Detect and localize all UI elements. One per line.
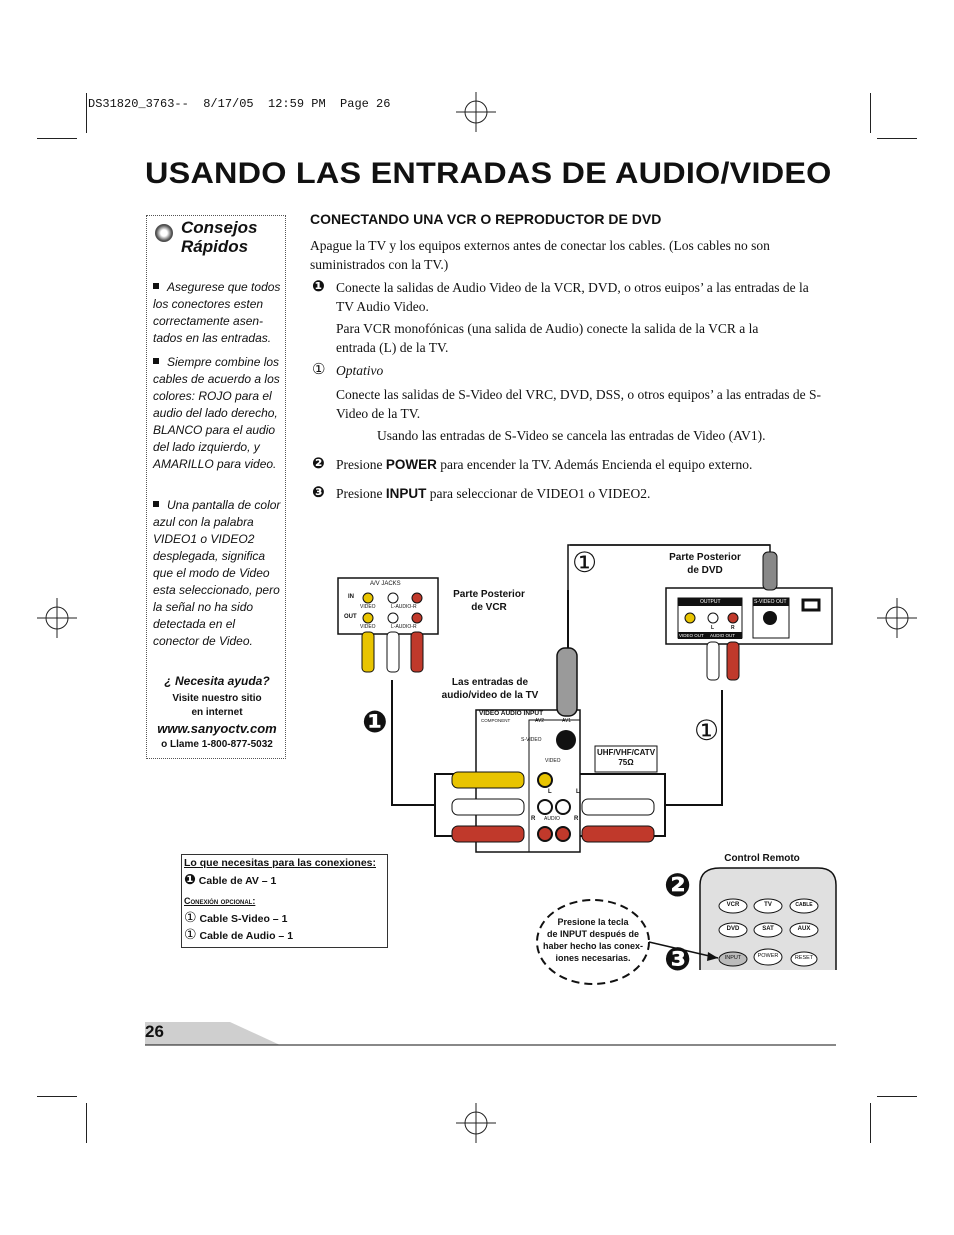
intro-paragraph: Apague la TV y los equipos externos ante… xyxy=(310,238,770,272)
diagram-marker-optional: ① xyxy=(572,546,598,579)
step-2-text: Presione POWER para encender la TV. Adem… xyxy=(336,457,753,472)
lightbulb-icon xyxy=(155,224,173,242)
crop-mark xyxy=(37,1096,77,1097)
tv-component-label: COMPONENT xyxy=(481,718,511,723)
crop-mark xyxy=(37,138,77,139)
print-slug: DS31820_3763-- 8/17/05 12:59 PM Page 26 xyxy=(88,97,391,111)
optional-number: ① xyxy=(312,360,326,378)
bullet-icon xyxy=(153,283,159,289)
bullet-icon xyxy=(153,501,159,507)
help-question: ¿ Necesita ayuda? xyxy=(164,674,270,688)
step-1-text: Conecte la salidas de Audio Video de la … xyxy=(336,280,809,314)
vcr-audio-label: L-AUDIO-R xyxy=(391,604,417,610)
vcr-out-label: OUT xyxy=(344,614,357,620)
step-1-number: ❶ xyxy=(312,277,325,295)
crop-mark xyxy=(877,1096,917,1097)
crop-mark xyxy=(86,93,87,133)
tv-av1-label: AV1 xyxy=(562,718,572,724)
step-2-number: ❷ xyxy=(312,454,325,472)
dvd-r-label: R xyxy=(731,625,735,631)
bullet-icon xyxy=(153,358,159,364)
diagram-marker-2: ❷ xyxy=(664,866,692,904)
registration-mark-icon xyxy=(37,598,77,638)
remote-dvd-button[interactable]: DVD xyxy=(726,926,740,932)
tip-item: Asegurese que todos los conectores esten… xyxy=(153,280,281,345)
page-number: 26 xyxy=(145,1022,164,1041)
input-callout: Presione la tecla de INPUT después de ha… xyxy=(542,917,644,963)
needs-box: Lo que necesitas para las conexiones: ❶ … xyxy=(181,854,388,948)
power-key-label: POWER xyxy=(385,457,437,472)
vcr-video-label: VIDEO xyxy=(360,624,376,630)
remote-sat-button[interactable]: SAT xyxy=(762,926,774,932)
needs-item-1: ❶ Cable de AV – 1 xyxy=(184,872,277,888)
tip-item: Una pantalla de color azul con la palabr… xyxy=(153,498,281,648)
tv-inputs-label: Las entradas de audio/video de la TV xyxy=(441,677,539,701)
tv-r-label: R xyxy=(574,816,579,822)
diagram-marker-1: ❶ xyxy=(362,705,388,740)
optional-text: Conecte las salidas de S-Video del VRC, … xyxy=(336,387,821,421)
needs-optional-1: ① Cable S-Video – 1 xyxy=(184,910,288,926)
vcr-audio-label: L-AUDIO-R xyxy=(391,624,417,630)
needs-title: Lo que necesitas para las conexiones: xyxy=(184,857,376,869)
input-key-label: INPUT xyxy=(385,486,427,501)
tv-l-label: L xyxy=(548,789,552,795)
step-3-text: Presione INPUT para seleccionar de VIDEO… xyxy=(336,486,651,501)
tv-video-label: VIDEO xyxy=(545,758,561,764)
registration-mark-icon xyxy=(877,598,917,638)
diagram-marker-3: ❸ xyxy=(664,940,692,978)
page-title: USANDO LAS ENTRADAS DE AUDIO/VIDEO xyxy=(145,157,832,190)
step-3-number: ❸ xyxy=(312,483,325,501)
registration-mark-icon xyxy=(456,92,496,132)
dvd-l-label: L xyxy=(711,625,715,631)
tip-item: Siempre combine los cables de acuerdo a … xyxy=(153,355,280,471)
tv-av2-label: AV2 xyxy=(535,718,545,724)
vcr-in-label: IN xyxy=(348,594,354,600)
needs-optional-2: ① Cable de Audio – 1 xyxy=(184,927,294,943)
registration-mark-icon xyxy=(456,1103,496,1143)
dvd-output-label: OUTPUT xyxy=(700,599,721,605)
help-internet: en internet xyxy=(191,707,243,718)
remote-power-button[interactable]: POWER xyxy=(757,953,779,959)
tips-heading: Consejos Rápidos xyxy=(181,218,258,256)
crop-mark xyxy=(86,1103,87,1143)
tv-audio-label: AUDIO xyxy=(544,816,560,822)
vcr-back-label: Parte Posterior de VCR xyxy=(453,589,525,613)
remote-tv-button[interactable]: TV xyxy=(764,902,772,908)
tv-r-label: R xyxy=(531,816,536,822)
dvd-video-out-label: VIDEO OUT xyxy=(679,633,704,638)
remote-input-button[interactable]: INPUT xyxy=(724,955,742,961)
step-1-mono-text: Para VCR monofónicas (una salida de Audi… xyxy=(336,321,759,355)
diagram-marker-optional: ① xyxy=(694,714,720,747)
crop-mark xyxy=(870,93,871,133)
help-url-link[interactable]: www.sanyoctv.com xyxy=(157,721,277,736)
crop-mark xyxy=(870,1103,871,1143)
remote-aux-button[interactable]: AUX xyxy=(797,926,811,932)
tv-svideo-label: S-VIDEO xyxy=(521,737,542,743)
optional-label: Optativo xyxy=(336,363,384,378)
help-visit: Visite nuestro sitio xyxy=(172,693,262,704)
remote-reset-button[interactable]: RESET xyxy=(794,955,814,961)
tv-l-label: L xyxy=(576,789,580,795)
tv-panel-title: VIDEO AUDIO INPUT xyxy=(479,710,544,717)
needs-optional-title: Conexión opcional: xyxy=(184,896,256,906)
remote-vcr-button[interactable]: VCR xyxy=(726,902,740,908)
crop-mark xyxy=(877,138,917,139)
remote-label: Control Remoto xyxy=(724,853,800,864)
dvd-back-label: Parte Posterior de DVD xyxy=(669,552,741,576)
dvd-audio-out-label: AUDIO OUT xyxy=(710,633,736,638)
section-title: CONECTANDO UNA VCR O REPRODUCTOR DE DVD xyxy=(310,211,662,227)
remote-cable-button[interactable]: CABLE xyxy=(795,902,813,908)
optional-note: Usando las entradas de S-Video se cancel… xyxy=(377,428,766,443)
quick-tips-box: Consejos Rápidos Asegurese que todos los… xyxy=(146,215,286,759)
dvd-svideo-out-label: S-VIDEO OUT xyxy=(754,599,787,605)
help-phone: o Llame 1-800-877-5032 xyxy=(161,739,273,750)
vcr-jacks-label: A/V JACKS xyxy=(370,581,401,587)
vcr-video-label: VIDEO xyxy=(360,604,376,610)
uhf-label: UHF/VHF/CATV 75Ω xyxy=(596,748,656,767)
